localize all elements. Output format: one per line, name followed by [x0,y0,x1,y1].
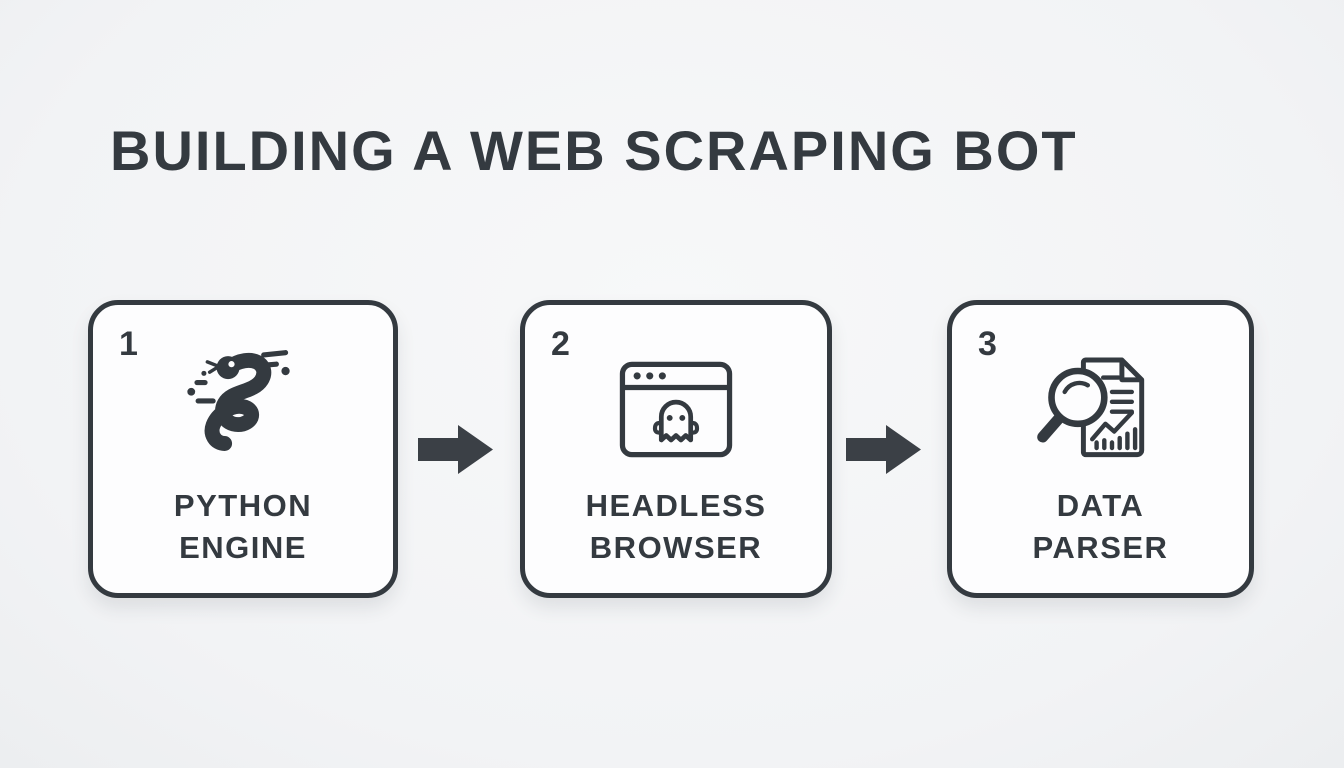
data-parser-magnifier-icon [952,339,1249,479]
step-card-headless-browser: 2 HEADLESS BROWSER [520,300,832,598]
step-label-line1: DATA [1056,488,1145,523]
step-label-line2: BROWSER [589,530,763,565]
step-label: HEADLESS BROWSER [525,485,827,569]
step-card-data-parser: 3 [947,300,1254,598]
step-label-line1: HEADLESS [585,488,767,523]
step-label: PYTHON ENGINE [93,485,393,569]
step-card-python-engine: 1 PYTHON ENGINE [88,300,398,598]
step-label-line1: PYTHON [173,488,313,523]
step-label: DATA PARSER [952,485,1249,569]
arrow-right-icon [846,421,924,478]
python-snake-icon [93,339,393,479]
step-label-line2: ENGINE [179,530,307,565]
arrow-right-icon [418,421,496,478]
step-number: 2 [551,325,570,363]
step-label-line2: PARSER [1032,530,1169,565]
headless-browser-ghost-icon [525,339,827,479]
page-title: BUILDING A WEB SCRAPING BOT [110,119,1078,182]
step-number: 1 [119,325,138,363]
step-number: 3 [978,325,997,363]
